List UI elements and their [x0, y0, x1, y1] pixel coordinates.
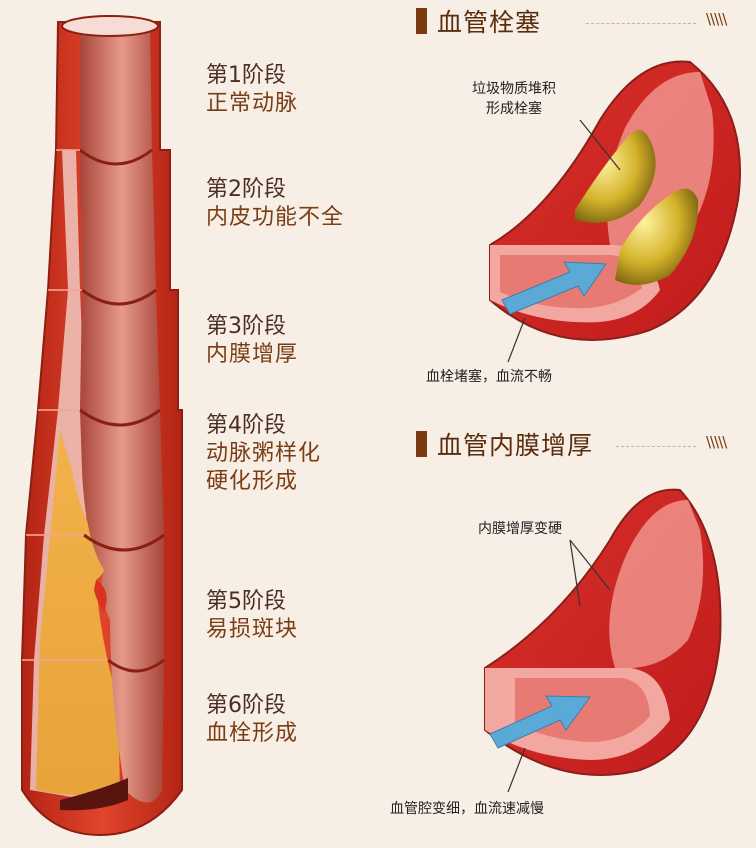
stage-desc: 动脉粥样化 — [206, 441, 322, 466]
callout-line-2: 形成栓塞 — [486, 101, 542, 117]
stage-6-label: 第6阶段 血栓形成 — [206, 692, 298, 748]
stage-desc: 内膜增厚 — [206, 342, 299, 367]
stage-number: 第2阶段 — [206, 177, 286, 202]
plaque-core — [36, 430, 120, 795]
stage-number: 第4阶段 — [206, 413, 286, 438]
stage-1-label: 第1阶段 正常动脉 — [206, 62, 298, 118]
stage-desc: 血栓形成 — [206, 721, 299, 746]
section-title-thickening: 血管内膜增厚 \\\\\ — [416, 427, 746, 461]
artery-lumen — [80, 24, 164, 803]
stage-5-label: 第5阶段 易损斑块 — [206, 588, 298, 644]
title-bar — [416, 8, 427, 34]
callout-line-1: 垃圾物质堆积 — [472, 81, 556, 97]
callout-blockage: 血栓堵塞，血流不畅 — [426, 369, 552, 385]
stage-desc: 易损斑块 — [206, 617, 299, 642]
plaque-deposit — [575, 130, 656, 223]
stage-2-label: 第2阶段 内皮功能不全 — [206, 176, 344, 232]
stage-number: 第5阶段 — [206, 589, 286, 614]
plaque-deposit — [615, 188, 699, 285]
stage-desc: 正常动脉 — [206, 91, 299, 116]
title-bar — [416, 431, 427, 457]
stage-desc-line2: 硬化形成 — [206, 469, 299, 494]
callout-plaque: 垃圾物质堆积 形成栓塞 — [472, 78, 556, 118]
stage-desc: 内皮功能不全 — [206, 205, 345, 230]
plaque-rupture — [94, 580, 107, 612]
title-divider — [616, 446, 696, 447]
stage-4-label: 第4阶段 动脉粥样化 硬化形成 — [206, 412, 321, 496]
thrombus — [60, 778, 128, 811]
artery-progression-illustration — [21, 15, 183, 837]
stage-number: 第6阶段 — [206, 693, 286, 718]
stage-number: 第3阶段 — [206, 314, 286, 339]
blood-flow-arrow — [501, 261, 607, 315]
title-divider — [586, 23, 696, 24]
title-decoration: \\\\\ — [706, 433, 727, 451]
title-decoration: \\\\\ — [706, 10, 727, 28]
section-title-embolism: 血管栓塞 \\\\\ — [416, 4, 746, 38]
section-title-text: 血管栓塞 — [437, 8, 542, 37]
stage-3-label: 第3阶段 内膜增厚 — [206, 313, 298, 369]
stage-number: 第1阶段 — [206, 63, 286, 88]
blood-flow-arrow — [489, 695, 591, 749]
section-title-text: 血管内膜增厚 — [437, 431, 594, 460]
artery-opening — [61, 15, 159, 37]
callout-narrowing: 血管腔变细，血流速减慢 — [390, 801, 544, 817]
callout-intima: 内膜增厚变硬 — [478, 521, 562, 537]
